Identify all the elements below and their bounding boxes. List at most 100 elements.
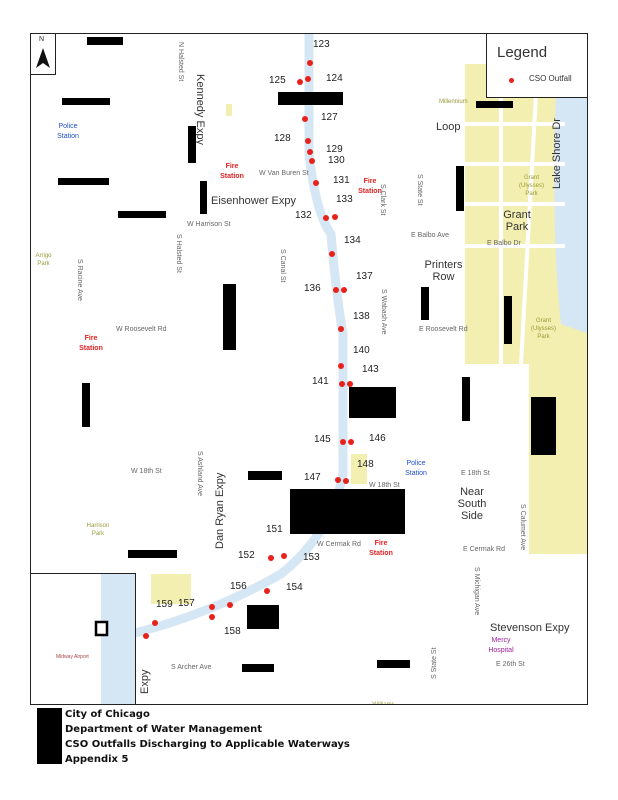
cso-outfall-147-label: 147 — [304, 472, 321, 483]
map-label-streets-22: S Ashland Ave — [196, 451, 203, 497]
cso-outfall-154-marker[interactable] — [264, 588, 270, 594]
cso-outfall-137-marker[interactable] — [341, 287, 347, 293]
legend-item-cso-outfall: CSO Outfall — [529, 74, 572, 83]
map-label-streets-14: S Canal St — [279, 249, 286, 283]
map-label-pois-fire: Fire Station — [79, 335, 103, 352]
cso-outfall-128-label: 128 — [274, 133, 291, 144]
map-label-expressways-expy: Expy — [139, 669, 151, 694]
cso-outfall-154-label: 154 — [286, 582, 303, 593]
cso-outfall-130-label: 130 — [328, 155, 345, 166]
cso-outfall-134-marker[interactable] — [329, 251, 335, 257]
cso-outfall-159-marker[interactable] — [152, 620, 158, 626]
redaction — [223, 284, 236, 350]
cso-outfall-147-marker[interactable] — [335, 477, 341, 483]
redaction — [377, 660, 410, 668]
title-line-city: City of Chicago — [65, 709, 150, 720]
map-label-areas-near_south_side: Near South Side — [457, 486, 487, 522]
cso-outfall-marker[interactable] — [143, 633, 149, 639]
redaction — [290, 489, 405, 534]
cso-outfall-146-label: 146 — [369, 433, 386, 444]
cso-outfall-129-marker[interactable] — [307, 149, 313, 155]
title-block: City of Chicago Department of Water Mana… — [65, 707, 350, 767]
cso-outfall-132-label: 132 — [295, 210, 312, 221]
cso-outfall-145-label: 145 — [314, 434, 331, 445]
redaction — [247, 605, 279, 629]
redaction — [248, 471, 282, 480]
cso-outfall-129-label: 129 — [326, 144, 343, 155]
map-label-pois-police: Police Station — [57, 123, 79, 140]
cso-outfall-124-label: 124 — [326, 73, 343, 84]
redaction — [349, 387, 396, 418]
map-label-streets-16: S State St — [416, 174, 423, 206]
map-label-streets-13: S Halsted St — [175, 234, 182, 273]
redaction — [531, 397, 556, 455]
map-label-streets-3: E Roosevelt Rd — [419, 326, 468, 333]
cso-outfall-136-label: 136 — [304, 283, 321, 294]
cso-outfall-158-label: 158 — [224, 626, 241, 637]
map-label-pois-arrigo: Arrigo Park — [35, 253, 52, 267]
map-label-streets-0: W Harrison St — [187, 221, 231, 228]
cso-outfall-131-marker[interactable] — [313, 180, 319, 186]
cso-outfall-133-marker[interactable] — [332, 214, 338, 220]
map-label-streets-6: W 18th St — [131, 468, 162, 475]
redaction — [278, 92, 343, 105]
cso-outfall-138-label: 138 — [353, 311, 370, 322]
map-label-pois-fire: Fire Station — [358, 178, 382, 195]
map-label-pois-fire: Fire Station — [220, 163, 244, 180]
cso-outfall-124-marker[interactable] — [305, 76, 311, 82]
cso-outfall-132-marker[interactable] — [323, 215, 329, 221]
cso-outfall-127-label: 127 — [321, 112, 338, 123]
cso-outfall-151-label: 151 — [266, 524, 283, 535]
cso-outfall-133-label: 133 — [336, 194, 353, 205]
cso-outfall-140-marker[interactable] — [338, 363, 344, 369]
redaction — [462, 377, 470, 421]
cso-outfall-148-label: 148 — [357, 459, 374, 470]
cso-outfall-146-marker[interactable] — [348, 439, 354, 445]
redaction — [58, 178, 109, 185]
map-label-streets-10: E Cermak Rd — [463, 546, 506, 553]
cso-outfall-symbol-icon — [509, 78, 514, 83]
map-label-streets-8: W 18th St — [369, 482, 400, 489]
cso-outfall-136-marker[interactable] — [333, 287, 339, 293]
cso-outfall-156-marker[interactable] — [227, 602, 233, 608]
map-label-streets-12: S Racine Ave — [76, 259, 83, 301]
cso-outfall-153-marker[interactable] — [281, 553, 287, 559]
cso-outfall-127-marker[interactable] — [302, 116, 308, 122]
cso-outfall-148-marker[interactable] — [343, 478, 349, 484]
north-arrow: N — [31, 34, 56, 75]
cso-outfall-141-marker[interactable] — [339, 381, 345, 387]
map-label-pois-fire: Fire Station — [369, 540, 393, 557]
cso-outfall-140-label: 140 — [353, 345, 370, 356]
legend-title: Legend — [497, 44, 548, 61]
map-label-expressways-dan_ryan: Dan Ryan Expy — [214, 472, 226, 549]
cso-outfall-141-label: 141 — [312, 376, 329, 387]
cso-outfall-128-marker[interactable] — [305, 138, 311, 144]
legend: Legend CSO Outfall — [486, 34, 587, 98]
map-label-streets-5: E Balbo Dr — [487, 240, 521, 247]
cso-outfall-143-marker[interactable] — [347, 381, 353, 387]
cso-outfall-157-marker[interactable] — [209, 604, 215, 610]
map-label-pois-millennium: Millennium — [439, 99, 468, 105]
map-label-expressways-eisenhower: Eisenhower Expy — [211, 195, 296, 207]
logo-redaction — [37, 708, 62, 764]
cso-outfall-158-marker[interactable] — [209, 614, 215, 620]
title-line-department: Department of Water Management — [65, 724, 262, 735]
redaction — [421, 287, 429, 320]
map-label-streets-2: W Roosevelt Rd — [116, 326, 167, 333]
cso-outfall-145-marker[interactable] — [340, 439, 346, 445]
map-label-areas-loop: Loop — [436, 121, 461, 133]
cso-outfall-134-label: 134 — [344, 235, 361, 246]
map-label-streets-19: S Archer Ave — [171, 664, 212, 671]
cso-outfall-130-marker[interactable] — [309, 158, 315, 164]
cso-outfall-157-label: 157 — [178, 598, 195, 609]
cso-outfall-125-marker[interactable] — [297, 79, 303, 85]
cso-outfall-152-marker[interactable] — [268, 555, 274, 561]
cso-outfall-123-marker[interactable] — [307, 60, 313, 66]
north-label: N — [39, 36, 45, 43]
cso-outfall-138-marker[interactable] — [338, 326, 344, 332]
redaction — [200, 181, 207, 214]
chicago-river — [129, 34, 348, 639]
midway-airport-label: Midway Airport — [56, 654, 89, 660]
cso-outfall-156-label: 156 — [230, 581, 247, 592]
